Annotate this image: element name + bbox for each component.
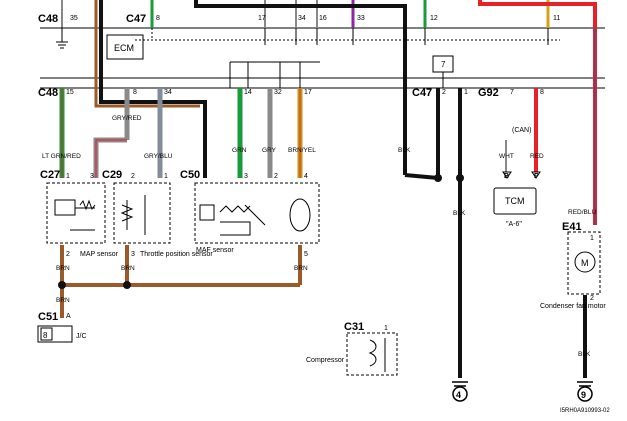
component-label: MAF sensor [196, 247, 234, 254]
tcm-pin: P [534, 173, 539, 180]
wire-color-label: BRN [56, 297, 70, 304]
ecm-frame [40, 27, 605, 89]
ground-number: 9 [581, 390, 586, 400]
wire-color-label: GRN [232, 147, 247, 154]
ecm-internals [56, 28, 560, 88]
pin-number: 3 [90, 173, 94, 180]
component-label: MAP sensor [80, 251, 119, 258]
pin-number: 4 [304, 173, 308, 180]
ground-symbol [452, 381, 593, 402]
can-label: (CAN) [512, 127, 531, 134]
tcm-ref: "A-6" [506, 221, 522, 228]
tcm-label: TCM [505, 196, 525, 206]
pin-number: 11 [553, 15, 560, 22]
pin-number: 14 [244, 89, 252, 96]
wire-color-label: RED/BLU [568, 209, 596, 216]
pin-number: 1 [464, 89, 468, 96]
jc-label: J/C [76, 333, 87, 340]
component-label: Condenser fan motor [540, 303, 606, 310]
condenser-fan-box [567, 231, 601, 295]
wire-color-label: BLK [578, 351, 591, 358]
tcm-box [493, 171, 541, 215]
pin-number: 12 [430, 15, 438, 22]
connector-label: C51 [38, 311, 58, 323]
pin-number: 1 [66, 173, 70, 180]
jc-pin: 8 [43, 331, 48, 340]
connector-label: C48 [38, 13, 58, 25]
wire-color-label: GRY [262, 147, 277, 154]
component-label: Compressor [306, 357, 345, 364]
component-label: Throttle position sensor [140, 251, 213, 258]
pin-number: A [66, 313, 71, 320]
pin-number: 33 [357, 15, 365, 22]
ecm-label: ECM [114, 43, 134, 53]
pin-number: 1 [590, 235, 594, 242]
pin-number: 2 [590, 295, 594, 302]
tps-sensor-box [113, 182, 171, 244]
pin-number: 3 [131, 251, 135, 258]
motor-label: M [581, 258, 589, 268]
wire-color-label: GRY/BLU [144, 153, 173, 160]
tcm-pin: B [504, 173, 509, 180]
compressor-box [346, 332, 398, 376]
pin-number: 17 [304, 89, 312, 96]
connector-label: C50 [180, 169, 200, 181]
connector-label: C27 [40, 169, 60, 181]
wire-color-label: BRN [121, 265, 135, 272]
wire-color-label: BRN/YEL [288, 147, 316, 154]
maf-sensor-box [194, 182, 320, 244]
map-sensor-box [46, 182, 106, 244]
wire-color-label: BRN [56, 265, 70, 272]
pin-number: 2 [66, 251, 70, 258]
wire-color-label: GRY/RED [112, 115, 142, 122]
pin-number: 15 [66, 89, 74, 96]
pin-number: 1 [384, 325, 388, 332]
pin-number: 8 [133, 89, 137, 96]
jc-box [37, 325, 73, 343]
pin-number: 8 [156, 15, 160, 22]
pin-number: 2 [274, 173, 278, 180]
connector-label: C31 [344, 321, 364, 333]
wire-color-label: BLK [453, 210, 466, 217]
splice-dot [456, 174, 464, 182]
splice-dot [123, 281, 131, 289]
pin-number: 3 [244, 173, 248, 180]
pin-number: 7 [510, 89, 514, 96]
wire-color-label: LT GRN/RED [42, 153, 81, 160]
ecm-box [106, 34, 144, 60]
pin-number: 34 [164, 89, 172, 96]
connector-label: G92 [478, 87, 499, 99]
pin-number: 1 [164, 173, 168, 180]
figure-id: I5RH0A910993-02 [560, 408, 610, 414]
connector-label: C47 [412, 87, 432, 99]
pin-number: 8 [540, 89, 544, 96]
pin-number: 35 [70, 15, 78, 22]
relay-pin: 7 [441, 60, 446, 69]
signal-wires [59, 0, 597, 378]
pin-number: 32 [274, 89, 282, 96]
connector-label: C29 [102, 169, 122, 181]
pin-number: 16 [319, 15, 327, 22]
wire-color-label: BLK [398, 147, 411, 154]
pin-number: 2 [131, 173, 135, 180]
wire-color-label: BRN [294, 265, 308, 272]
connector-label: C47 [126, 13, 146, 25]
pin-number: 17 [258, 15, 266, 22]
splice-dot [58, 281, 66, 289]
ground-number: 4 [456, 390, 461, 400]
connector-label: E41 [562, 221, 582, 233]
wire-color-label: WHT [499, 153, 514, 160]
wire-color-label: RED [530, 153, 544, 160]
pin-number: 34 [298, 15, 306, 22]
pin-number: 2 [442, 89, 446, 96]
splice-dot [434, 174, 442, 182]
pin-number: 5 [304, 251, 308, 258]
top-wires [61, 0, 597, 175]
connector-label: C48 [38, 87, 58, 99]
